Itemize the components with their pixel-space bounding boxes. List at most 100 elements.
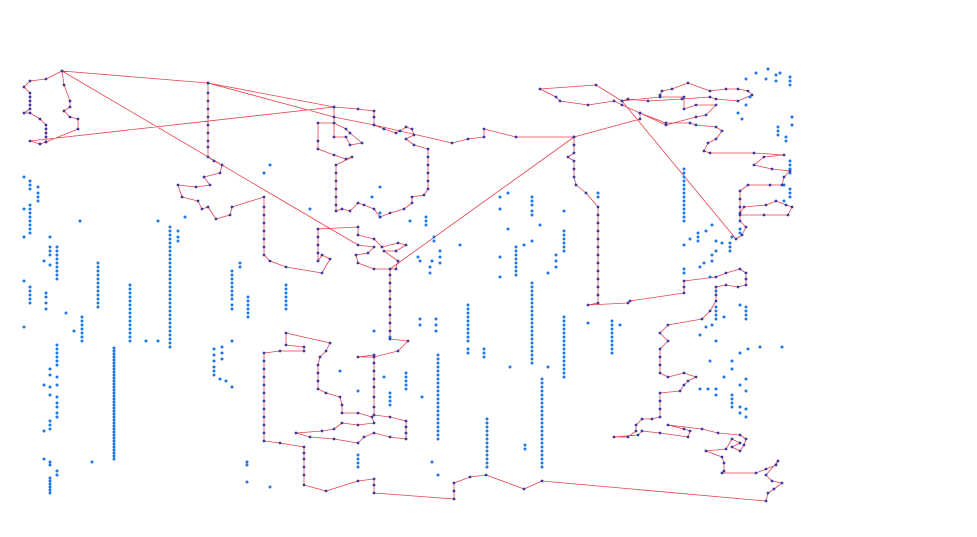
route-point (678, 389, 682, 393)
scatter-point (506, 227, 510, 231)
route-point (76, 127, 80, 131)
scatter-point (246, 295, 250, 299)
scatter-point (720, 241, 724, 245)
route-point (382, 127, 386, 131)
route-point (208, 183, 212, 187)
scatter-point (530, 209, 534, 213)
scatter-point (782, 183, 786, 187)
route-point (328, 257, 332, 261)
route-point (596, 269, 600, 273)
route-point (612, 435, 616, 439)
scatter-point (128, 319, 132, 323)
route-point (628, 299, 632, 303)
route-point (744, 225, 748, 229)
route-point (262, 245, 266, 249)
route-point (68, 105, 72, 109)
route-point (596, 301, 600, 305)
scatter-point (714, 289, 718, 293)
route-point (28, 103, 32, 107)
route-point (724, 447, 728, 451)
scatter-point (408, 219, 412, 223)
scatter-point (284, 307, 288, 311)
route-point (324, 489, 328, 493)
scatter-point (168, 225, 172, 229)
scatter-point (96, 301, 100, 305)
scatter-point (784, 135, 788, 139)
route-point (278, 349, 282, 353)
scatter-point (48, 373, 52, 377)
route-point (764, 499, 768, 503)
scatter-point (96, 289, 100, 293)
scatter-point (128, 315, 132, 319)
scatter-point (36, 195, 40, 199)
scatter-point (112, 370, 116, 374)
scatter-point (466, 323, 470, 327)
route-point (762, 213, 766, 217)
scatter-point (708, 275, 712, 279)
scatter-point (112, 409, 116, 413)
route-point (206, 131, 210, 135)
scatter-point (404, 371, 408, 375)
scatter-point (230, 281, 234, 285)
route-point (394, 267, 398, 271)
scatter-point (514, 261, 518, 265)
scatter-point (485, 425, 489, 429)
route-point (404, 137, 408, 141)
scatter-point (434, 323, 438, 327)
scatter-point (128, 283, 132, 287)
scatter-point (485, 461, 489, 465)
route-point (396, 349, 400, 353)
scatter-point (523, 447, 527, 451)
scatter-point (183, 215, 187, 219)
route-point (334, 203, 338, 207)
scatter-point (112, 445, 116, 449)
scatter-point (176, 229, 180, 233)
route-point (362, 203, 366, 207)
route-point (316, 251, 320, 255)
scatter-point (530, 337, 534, 341)
scatter-point (112, 391, 116, 395)
route-point (196, 199, 200, 203)
route-point (332, 437, 336, 441)
scatter-point (530, 341, 534, 345)
route-point (388, 289, 392, 293)
scatter-point (485, 421, 489, 425)
scatter-point (168, 297, 172, 301)
route-point (398, 129, 402, 133)
route-point (730, 445, 734, 449)
scatter-point (112, 415, 116, 419)
route-point (262, 431, 266, 435)
route-point (404, 419, 408, 423)
route-point (372, 491, 376, 495)
scatter-point (776, 129, 780, 133)
scatter-point (230, 307, 234, 311)
scatter-point (80, 327, 84, 331)
scatter-point (704, 325, 708, 329)
scatter-point (112, 433, 116, 437)
scatter-point (284, 283, 288, 287)
route-point (262, 391, 266, 395)
scatter-point (466, 311, 470, 315)
route-point (356, 201, 360, 205)
scatter-point (730, 235, 734, 239)
scatter-point (112, 403, 116, 407)
route-point (228, 213, 232, 217)
scatter-point (220, 357, 224, 361)
scatter-point (485, 433, 489, 437)
scatter-point (424, 215, 428, 219)
scatter-point (436, 393, 440, 397)
route-point (28, 79, 32, 83)
route-point (44, 123, 48, 127)
scatter-point (48, 476, 52, 480)
scatter-point (485, 429, 489, 433)
scatter-point (466, 319, 470, 323)
scatter-point (55, 257, 59, 261)
scatter-point (780, 345, 784, 349)
scatter-point (22, 235, 26, 239)
scatter-point (698, 265, 702, 269)
route-point (308, 435, 312, 439)
scatter-point (530, 281, 534, 285)
scatter-point (682, 267, 686, 271)
scatter-point (562, 359, 566, 363)
